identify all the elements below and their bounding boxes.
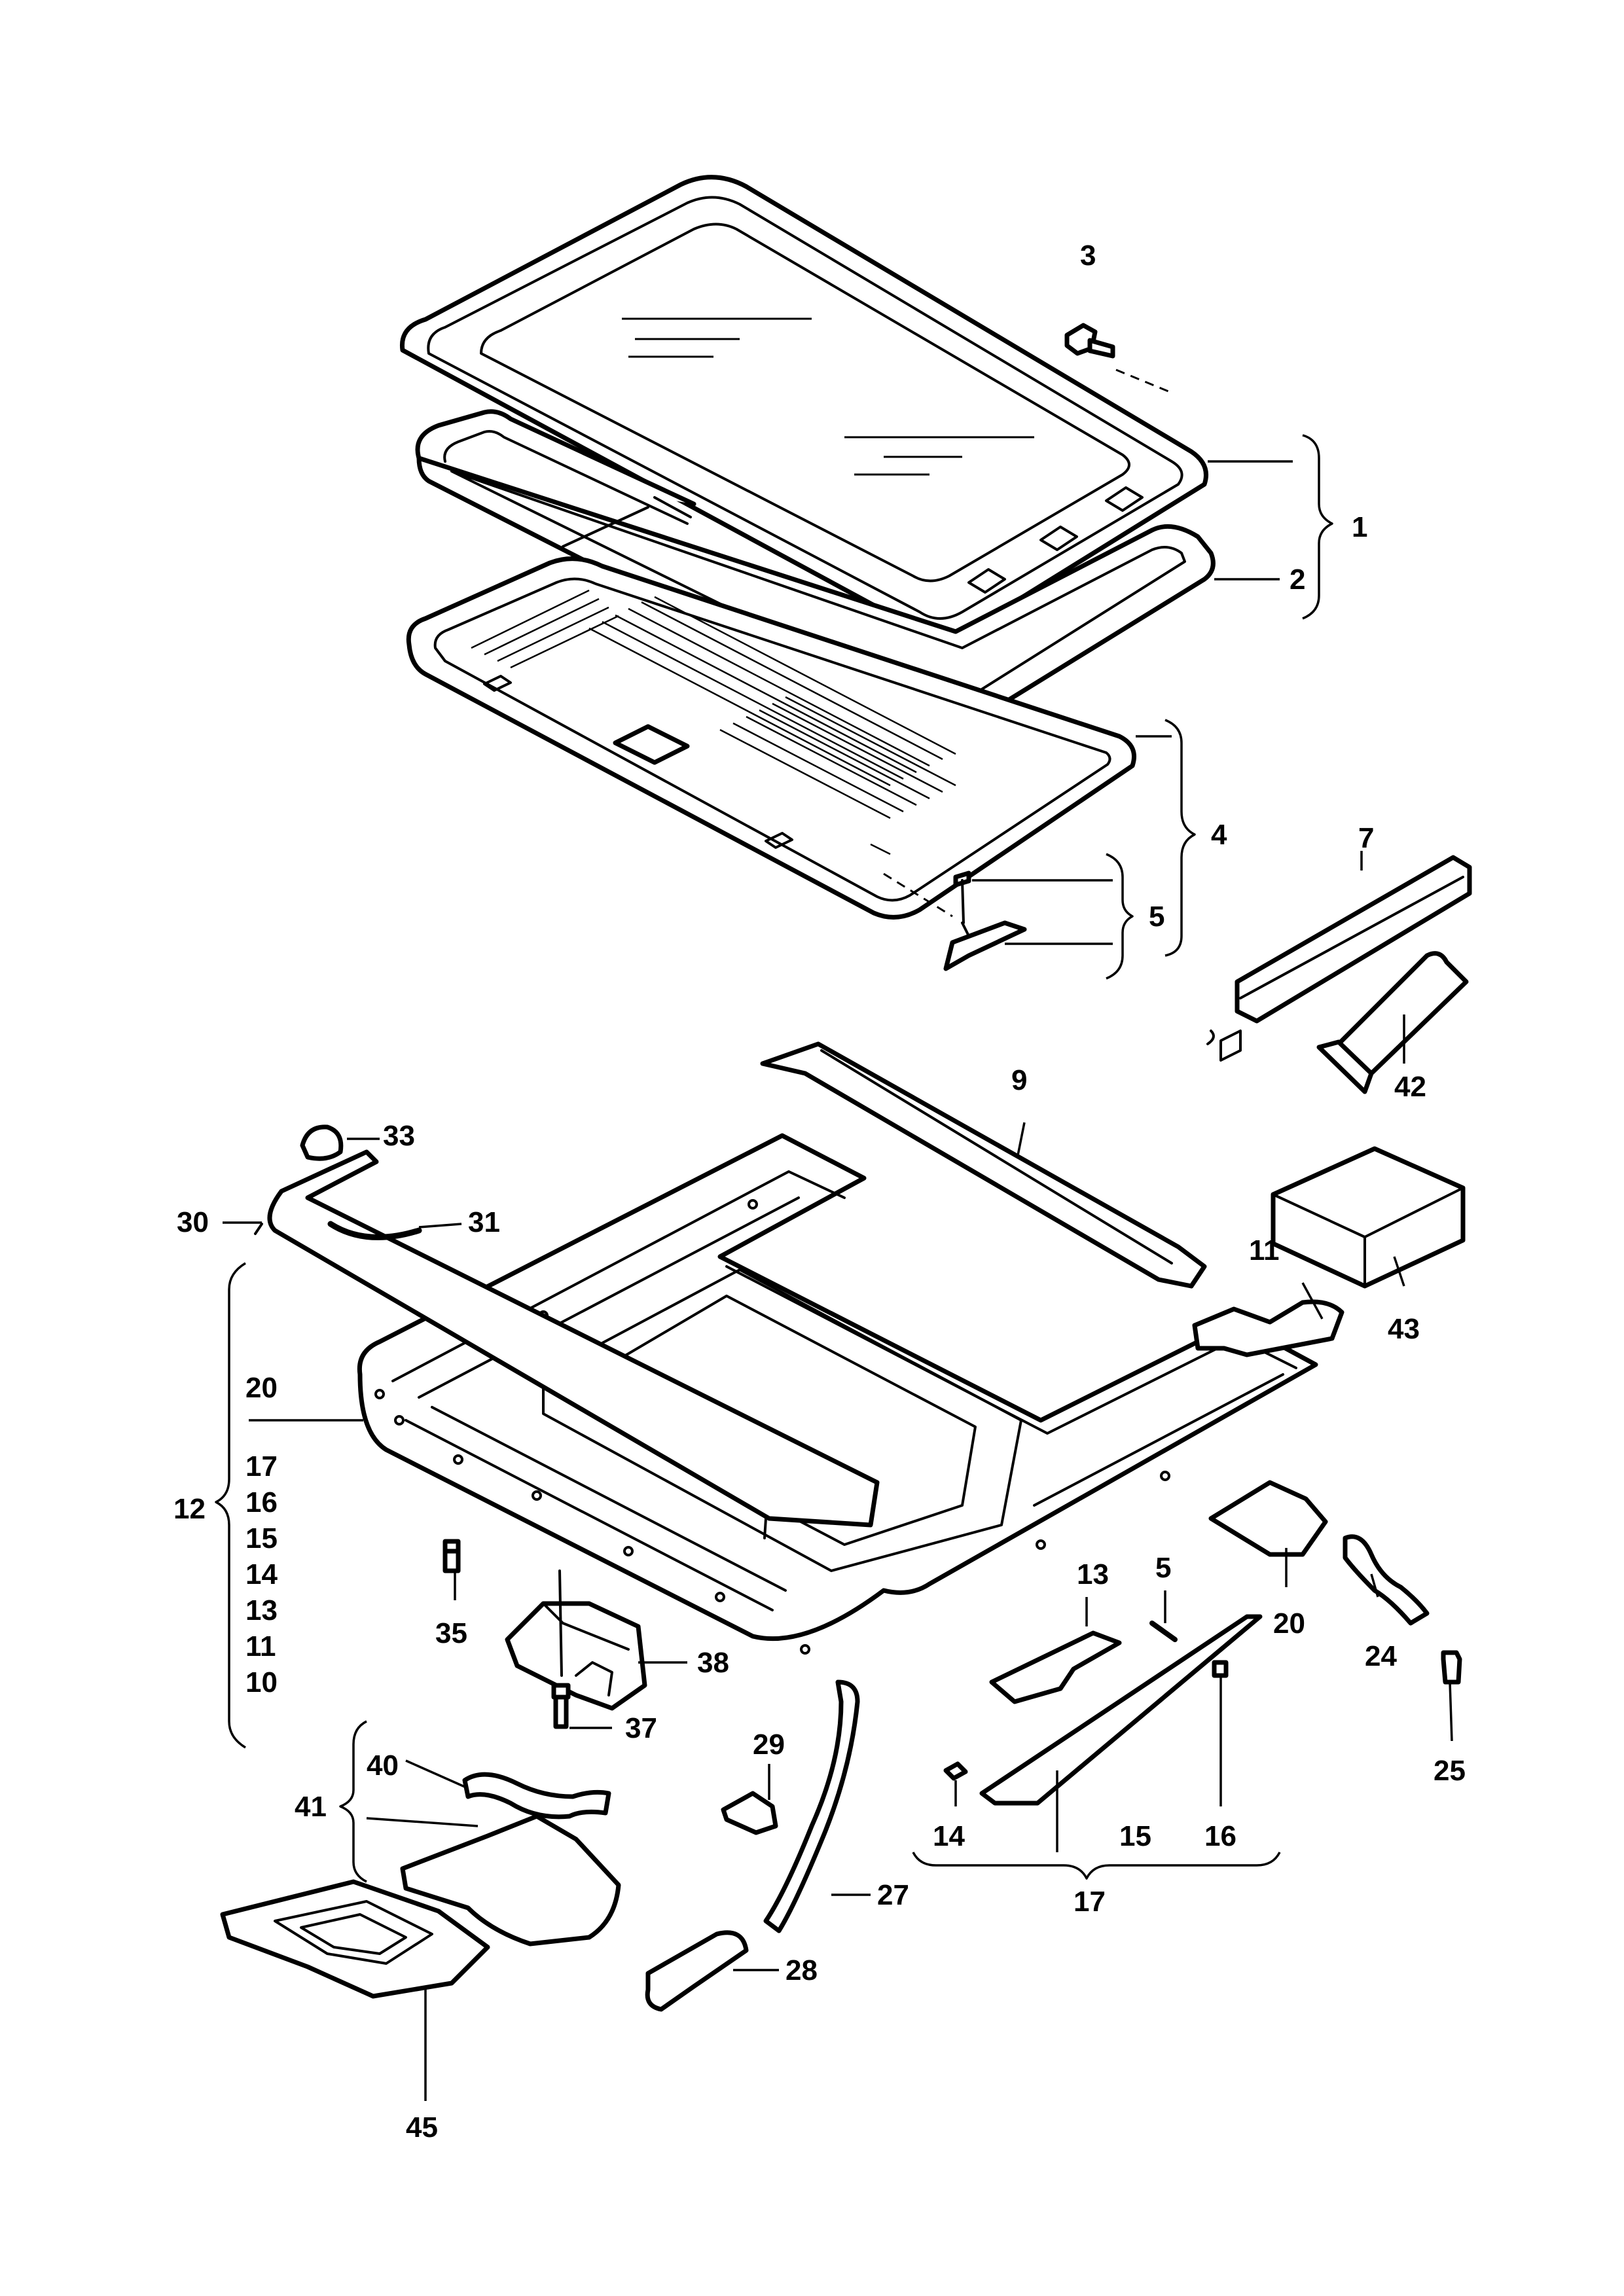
callout-43: 43: [1388, 1313, 1420, 1345]
callout-15-lower: 15: [1119, 1820, 1151, 1852]
guide-part-17: [979, 1614, 1263, 1806]
spring-part-5: [1149, 1621, 1178, 1642]
motor-part-38: [505, 1570, 647, 1711]
leader-lines: [223, 460, 1453, 2101]
callout-2: 2: [1290, 564, 1305, 596]
callout-4: 4: [1211, 819, 1227, 851]
callout-38: 38: [697, 1647, 729, 1679]
callout-16-left: 16: [245, 1486, 278, 1518]
callout-3: 3: [1080, 240, 1096, 272]
callout-31: 31: [468, 1206, 500, 1238]
callout-5-upper: 5: [1149, 901, 1164, 933]
callout-17-left: 17: [245, 1450, 278, 1482]
callout-14-lower: 14: [933, 1820, 965, 1852]
hose-part-24: [1343, 1534, 1430, 1626]
grease-tube-part-42: [1316, 951, 1469, 1094]
drain-channel-part-30: [254, 1149, 880, 1539]
callout-13-left: 13: [245, 1594, 278, 1626]
main-frame-part-12: [357, 1133, 1318, 1655]
callout-45: 45: [406, 2111, 438, 2144]
group-braces: [215, 434, 1333, 1883]
drain-hose-part-27: [763, 1679, 860, 1933]
valve-part-25: [1441, 1650, 1462, 1685]
callout-28: 28: [785, 1954, 818, 1986]
slider-part-13: [989, 1630, 1122, 1704]
screw-part-37: [551, 1683, 571, 1729]
callout-1: 1: [1352, 511, 1367, 543]
callout-42: 42: [1394, 1071, 1426, 1103]
clip-part-33: [300, 1124, 344, 1161]
callout-20-right: 20: [1273, 1607, 1305, 1640]
callout-37: 37: [625, 1712, 657, 1744]
sunshade-part: [406, 556, 1136, 920]
callout-20-left: 20: [245, 1372, 278, 1404]
callout-labels: 1 2 3 4 5 7 42 9 11 43 33 30 31 20 17 16…: [173, 240, 1466, 2144]
callout-10: 10: [245, 1666, 278, 1698]
trim-panel-part-45: [220, 1879, 490, 1999]
callout-33: 33: [383, 1120, 415, 1152]
callout-29: 29: [753, 1729, 785, 1761]
callout-15-left: 15: [245, 1522, 278, 1554]
callout-30: 30: [177, 1206, 209, 1238]
hose-part-40: [462, 1772, 611, 1820]
callout-13-right: 13: [1077, 1558, 1109, 1590]
rail-part-7: [1206, 855, 1472, 1062]
bracket-part-11: [1192, 1299, 1344, 1357]
sunshade-ribs: [471, 589, 956, 855]
foam-block-part-43: [1271, 1146, 1466, 1289]
screw-part-35: [442, 1539, 461, 1573]
callout-11-left: 11: [245, 1630, 276, 1662]
callout-11-upper: 11: [1249, 1234, 1280, 1266]
guide-bracket-part-5: [883, 870, 1027, 971]
callout-17-lower: 17: [1074, 1886, 1106, 1918]
elbow-part-28: [645, 1930, 749, 2012]
callout-25: 25: [1434, 1755, 1466, 1787]
front-cross-member-part-9: [760, 1041, 1207, 1289]
callout-40: 40: [367, 1749, 399, 1782]
callout-12: 12: [173, 1493, 206, 1525]
clip-part-29: [721, 1791, 778, 1835]
callout-7: 7: [1358, 822, 1374, 854]
callout-24: 24: [1365, 1640, 1397, 1672]
callout-9: 9: [1011, 1064, 1027, 1096]
callout-5-lower: 5: [1155, 1552, 1171, 1584]
cover-part-41: [400, 1814, 621, 1946]
callout-35: 35: [435, 1617, 467, 1649]
callout-14-left: 14: [245, 1558, 278, 1590]
callout-27: 27: [877, 1879, 909, 1911]
glass-panel-part: [399, 175, 1208, 641]
callout-41: 41: [295, 1791, 327, 1823]
bolt-part-3: [1064, 323, 1172, 394]
pin-part-16: [1212, 1660, 1229, 1678]
bracket-part-20: [1208, 1480, 1328, 1557]
callout-16-lower: 16: [1204, 1820, 1236, 1852]
hose-part-31: [327, 1221, 422, 1240]
pad-part-14: [943, 1761, 968, 1781]
